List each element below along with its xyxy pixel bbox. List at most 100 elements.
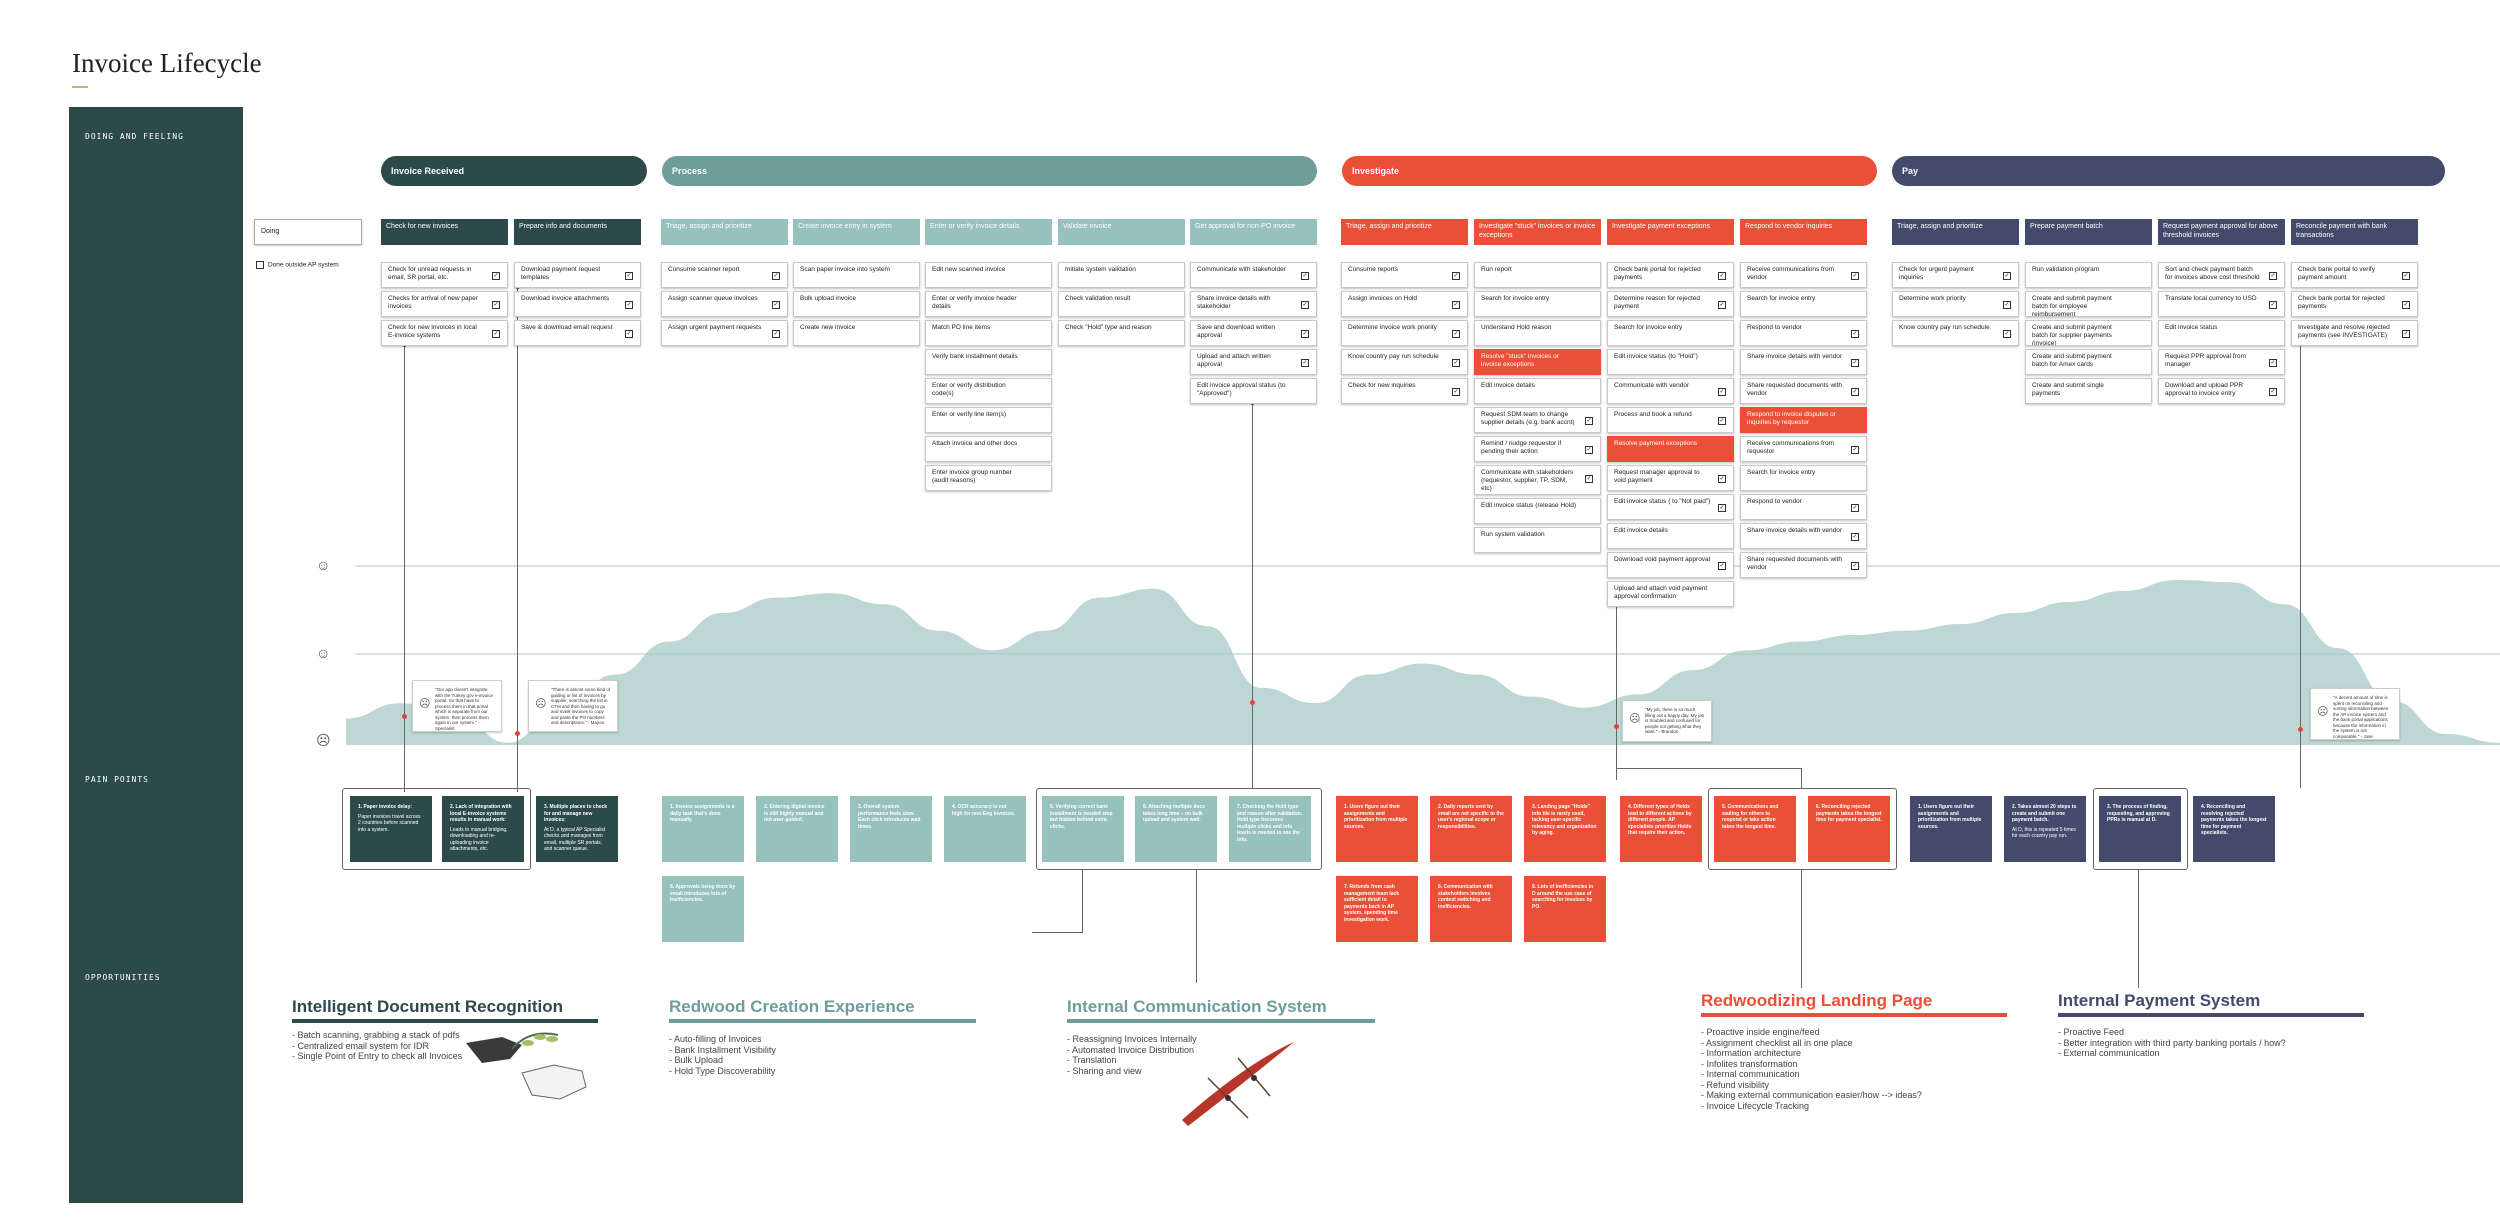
pain-body: Paper invoices travel across 2 countries… <box>358 813 421 833</box>
title-underline <box>72 86 88 88</box>
pain-card: 1. Users figure out their assignments an… <box>1336 796 1418 862</box>
pain-title: 2. Lack of integration with local E-invo… <box>450 804 512 823</box>
step-header-label: Investigate payment exceptions <box>1612 223 1711 230</box>
task-card: Share requested documents with vendor✓ <box>1740 378 1867 404</box>
task-card: Communicate with stakeholders (requestor… <box>1474 465 1601 495</box>
pain-title: 3. Overall system performance feels slow… <box>858 804 921 830</box>
step-header: Triage, assign and prioritize <box>1341 219 1468 245</box>
pain-card: 5. Verifying correct bank installment is… <box>1042 796 1124 862</box>
step-header-label: Triage, assign and prioritize <box>666 223 752 230</box>
opportunity-item: - Better integration with third party ba… <box>2058 1037 2286 1048</box>
stage-label: Process <box>672 166 708 176</box>
checkbox-icon: ✓ <box>1851 272 1859 280</box>
task-label: Verify bank installment details <box>932 353 1018 360</box>
pain-title: 2. Takes almost 20 steps to create and s… <box>2012 804 2077 823</box>
opportunity-item: - Hold Type Discoverability <box>669 1065 776 1076</box>
pain-title: 9. Lots of inefficiencies in D around th… <box>1532 884 1594 910</box>
task-label: Resolve "stuck" invoices or invoice exce… <box>1481 353 1559 368</box>
opportunity-list: - Proactive Feed - Better integration wi… <box>2058 1027 2286 1059</box>
checkbox-icon: ✓ <box>625 301 633 309</box>
opportunity-title-landing: Redwoodizing Landing Page <box>1701 991 1933 1010</box>
connector-line <box>404 344 405 792</box>
task-label: Save and download written approval <box>1197 324 1276 339</box>
task-card: Remind / nudge requestor if pending thei… <box>1474 436 1601 462</box>
face-icon: ☹ <box>419 698 431 710</box>
task-label: Determine reason for rejected payment <box>1614 295 1700 310</box>
step-header-label: Reconcile payment with bank transactions <box>2296 223 2388 239</box>
task-label: Understand Hold reason <box>1481 324 1552 331</box>
connector-line <box>1196 870 1197 983</box>
checkbox-icon: ✓ <box>1851 359 1859 367</box>
task-label: Translate local currency to USD <box>2165 295 2257 302</box>
task-card: Edit invoice details <box>1607 523 1734 549</box>
quote-text: "Our app doesn't integrate with the Turk… <box>435 687 494 731</box>
task-card-resolve: Resolve "stuck" invoices or invoice exce… <box>1474 349 1601 375</box>
task-label: Check "Hold" type and reason <box>1065 324 1152 331</box>
pain-card: 6. Reconciling rejected payments takes t… <box>1808 796 1890 862</box>
task-label: Respond to vendor <box>1747 498 1802 505</box>
task-card: Know country pay run schedule✓ <box>1892 320 2019 346</box>
task-card: Create and submit single payments <box>2025 378 2152 404</box>
quote-text: "There is almost some kind of guiding or… <box>551 687 611 725</box>
task-label: Edit invoice status ( to "Not paid") <box>1614 498 1711 505</box>
task-card: Create and submit payment batch for empl… <box>2025 291 2152 317</box>
checkbox-icon: ✓ <box>772 330 780 338</box>
step-header-label: Triage, assign and prioritize <box>1346 223 1432 230</box>
connector-line <box>1801 768 1802 788</box>
pain-group-outline <box>2093 788 2188 870</box>
pain-card: 1. Paper invoice delay:Paper invoices tr… <box>350 796 432 862</box>
page-title: Invoice Lifecycle <box>72 48 262 78</box>
pain-card: 3. Landing page "Holds" info tile is rar… <box>1524 796 1606 862</box>
connector-line <box>2300 341 2301 788</box>
stage-label: Investigate <box>1352 166 1400 176</box>
task-card: Bulk upload invoice <box>793 291 920 317</box>
step-header: Enter or verify invoice details <box>925 219 1052 245</box>
face-icon: ☹ <box>1629 713 1641 725</box>
task-label: Request PPR approval from manager <box>2165 353 2246 368</box>
pain-card: 4. OCR accuracy is not high for non-Eng … <box>944 796 1026 862</box>
task-label: Match PO line items <box>932 324 991 331</box>
task-card: Understand Hold reason <box>1474 320 1601 346</box>
task-card: Edit invoice approval status (to "Approv… <box>1190 378 1317 404</box>
step-header: Validate invoice <box>1058 219 1185 245</box>
task-label: Run system validation <box>1481 531 1545 538</box>
opportunity-item: - Centralized email system for IDR <box>292 1040 430 1051</box>
task-card: Attach invoice and other docs <box>925 436 1052 462</box>
task-card: Check for unread requests in email, SR p… <box>381 262 508 288</box>
checkbox-icon: ✓ <box>492 330 500 338</box>
legend-doing: Doing <box>254 219 362 245</box>
task-label: Communicate with stakeholder <box>1197 266 1286 273</box>
task-card: Share requested documents with vendor✓ <box>1740 552 1867 578</box>
checkbox-icon: ✓ <box>2402 272 2410 280</box>
task-card: Upload and attach written approval✓ <box>1190 349 1317 375</box>
step-header: Triage, assign and prioritize <box>661 219 788 245</box>
task-label: Communicate with stakeholders (requestor… <box>1481 469 1574 492</box>
task-label: Check validation result <box>1065 295 1131 302</box>
pain-card: 3. Multiple places to check for and mana… <box>536 796 618 862</box>
step-header-label: Respond to vendor inquiries <box>1745 223 1833 230</box>
connector-line <box>517 286 518 792</box>
task-card: Respond to vendor✓ <box>1740 320 1867 346</box>
task-label: Create and submit payment batch for Amex… <box>2032 353 2112 368</box>
checkbox-icon: ✓ <box>2269 388 2277 396</box>
task-label: Edit invoice approval status (to "Approv… <box>1197 382 1286 397</box>
checkbox-icon: ✓ <box>1718 475 1726 483</box>
connector-line <box>1616 596 1617 780</box>
task-card: Verify bank installment details <box>925 349 1052 375</box>
task-label: Create and submit payment batch for empl… <box>2032 295 2112 317</box>
opportunity-item: - Single Point of Entry to check all Inv… <box>292 1051 463 1061</box>
task-card: Share invoice details with stakeholder✓ <box>1190 291 1317 317</box>
task-card: Check for new invoices in local E-invoic… <box>381 320 508 346</box>
stage-investigate: Investigate <box>1342 156 1877 186</box>
curve-marker-dot <box>2298 727 2303 732</box>
checkbox-icon: ✓ <box>2003 330 2011 338</box>
checkbox-icon: ✓ <box>625 272 633 280</box>
task-label: Share requested documents with vendor <box>1747 382 1843 397</box>
sidebar-label-opps: OPPORTUNITIES <box>85 973 161 982</box>
opportunity-list: - Reassigning Invoices Internally - Auto… <box>1067 1034 1197 1076</box>
task-card: Determine invoice work priority✓ <box>1341 320 1468 346</box>
opportunity-item: - Refund visibility <box>1701 1079 1770 1090</box>
step-header: Prepare payment batch <box>2025 219 2152 245</box>
task-card: Assign urgent payment requests✓ <box>661 320 788 346</box>
step-header-label: Prepare info and documents <box>519 223 607 230</box>
